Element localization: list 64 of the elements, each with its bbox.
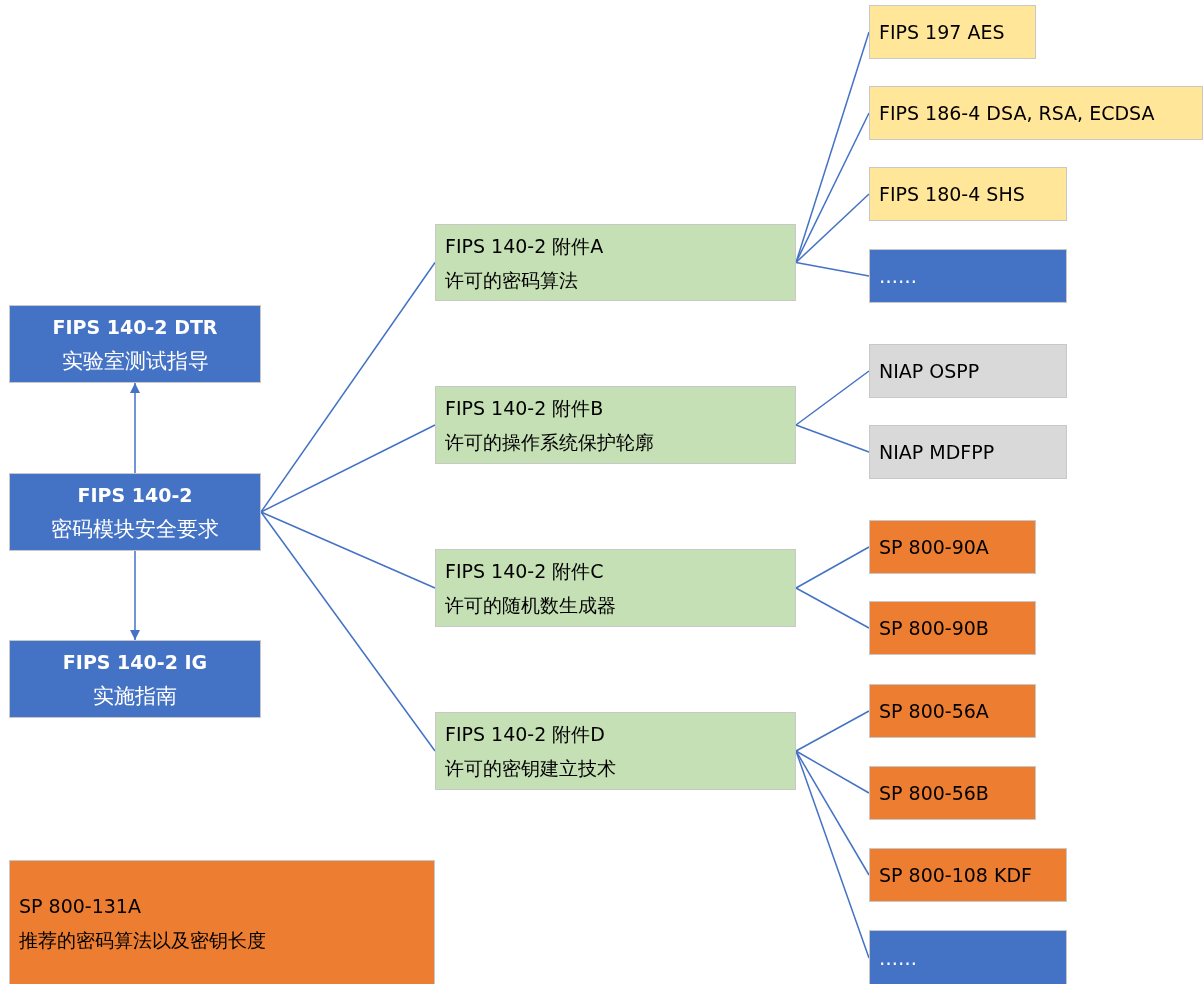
box-heading: FIPS 140-2 附件D	[445, 722, 605, 747]
arrow	[130, 550, 140, 641]
box-label: ……	[879, 264, 917, 289]
document-box	[869, 684, 1036, 738]
document-box	[9, 305, 261, 383]
connector-line	[795, 370, 870, 426]
document-box	[869, 766, 1036, 820]
connector-line	[795, 261, 870, 277]
box-label: SP 800-108 KDF	[879, 863, 1032, 888]
box-label: NIAP OSPP	[879, 359, 980, 384]
box-label: SP 800-90A	[879, 535, 989, 560]
box-description: 许可的随机数生成器	[445, 593, 616, 618]
document-box	[869, 344, 1067, 398]
connector-line	[795, 424, 870, 453]
box-heading: SP 800-131A	[19, 894, 141, 919]
box-label: FIPS 180-4 SHS	[879, 182, 1025, 207]
connector-line	[795, 193, 870, 264]
connector-line	[795, 546, 870, 589]
box-label: FIPS 197 AES	[879, 20, 1005, 45]
document-box	[869, 601, 1036, 655]
box-description: 实施指南	[93, 683, 177, 710]
document-box	[9, 473, 261, 551]
box-description: 实验室测试指导	[61, 348, 209, 375]
document-box	[869, 425, 1067, 479]
box-heading: FIPS 140-2 附件A	[445, 233, 604, 259]
document-box	[9, 860, 435, 984]
box-heading: FIPS 140-2 IG	[62, 650, 208, 675]
box-description: 推荐的密码算法以及密钥长度	[19, 928, 266, 953]
document-box	[9, 640, 261, 718]
box-heading: FIPS 140-2 附件C	[445, 559, 604, 584]
box-label: SP 800-56B	[879, 781, 989, 806]
document-box	[435, 549, 796, 627]
box-label: SP 800-90B	[879, 616, 989, 641]
connector-line	[795, 750, 870, 794]
box-label: FIPS 186-4 DSA, RSA, ECDSA	[879, 101, 1155, 126]
document-box	[869, 86, 1203, 140]
box-description: 许可的操作系统保护轮廓	[445, 430, 654, 455]
box-description: 许可的密钥建立技术	[445, 756, 616, 781]
box-description: 许可的密码算法	[445, 267, 578, 293]
document-box	[869, 520, 1036, 574]
document-box	[869, 5, 1036, 59]
connector-line	[795, 587, 870, 629]
document-box	[869, 848, 1067, 902]
connector-line	[795, 750, 870, 876]
document-box	[435, 712, 796, 790]
connector-line	[260, 511, 436, 752]
box-description: 密码模块安全要求	[51, 516, 219, 543]
box-label: NIAP MDFPP	[879, 440, 995, 465]
connector-line	[260, 261, 436, 513]
arrow	[130, 382, 140, 474]
document-box	[869, 249, 1067, 303]
box-heading: FIPS 140-2	[77, 483, 193, 508]
box-heading: FIPS 140-2 DTR	[52, 315, 218, 340]
box-label: SP 800-56A	[879, 699, 989, 724]
document-box	[435, 224, 796, 301]
connector-line	[260, 511, 436, 589]
box-label: ……	[879, 946, 917, 971]
document-box	[435, 386, 796, 464]
connector-line	[260, 424, 436, 513]
document-box	[869, 167, 1067, 221]
document-box	[869, 930, 1067, 984]
connector-line	[795, 112, 870, 264]
connector-line	[795, 710, 870, 752]
box-heading: FIPS 140-2 附件B	[445, 396, 604, 421]
